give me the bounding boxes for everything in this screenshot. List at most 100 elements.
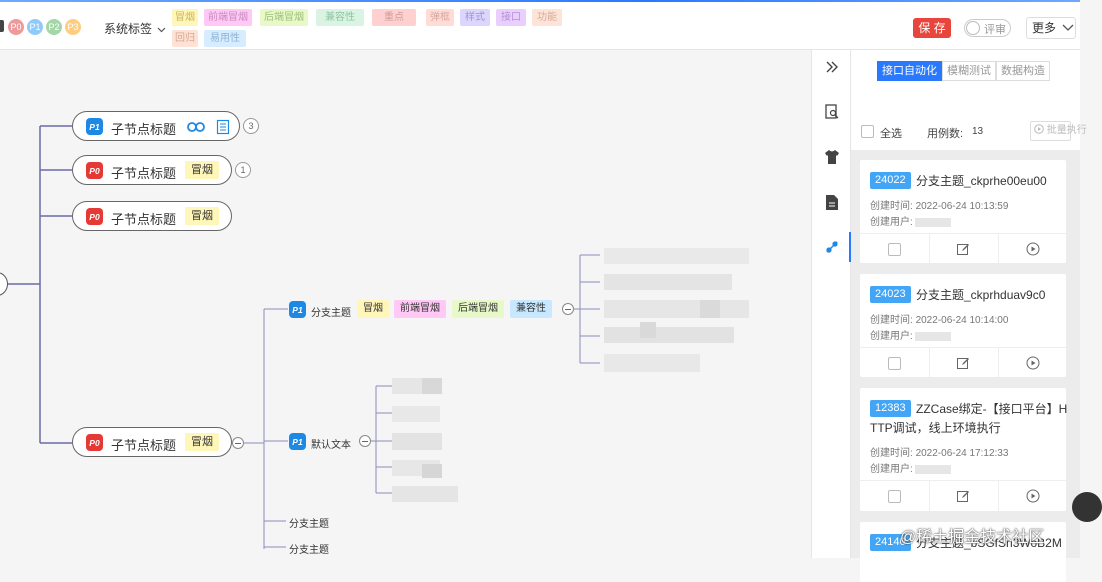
priority-p3-button[interactable]: P3 bbox=[65, 19, 81, 35]
review-doc-button[interactable] bbox=[812, 97, 852, 127]
case-count-value: 13 bbox=[972, 126, 984, 137]
case-name: 分支主题_ckprhduav9c0 bbox=[916, 288, 1046, 302]
created-time: 创建时间: 2022-06-24 10:13:59 bbox=[870, 201, 1009, 212]
node-title: 子节点标题 bbox=[111, 166, 177, 181]
branch-tag: 冒烟 bbox=[357, 300, 389, 318]
filter-tag[interactable]: 前端冒烟 bbox=[204, 9, 252, 26]
card-run-button[interactable] bbox=[998, 481, 1066, 511]
priority-p2-button[interactable]: P2 bbox=[46, 19, 62, 35]
card-actions bbox=[860, 347, 1066, 378]
checkbox-icon bbox=[887, 242, 901, 256]
branch-topic-label[interactable]: 分支主题 bbox=[289, 545, 329, 556]
mindmap-canvas[interactable]: P1 子节点标题 3 P0 子节点标题 冒烟 1 P0 子节点标题 冒烟 P0 … bbox=[0, 50, 811, 558]
card-edit-button[interactable] bbox=[929, 234, 997, 264]
priority-p1-icon: P1 bbox=[289, 433, 306, 450]
branch-topic-label[interactable]: 分支主题 bbox=[311, 308, 351, 319]
more-dropdown[interactable]: 更多 bbox=[1026, 17, 1076, 39]
system-tag-dropdown[interactable]: 系统标签 bbox=[104, 20, 166, 37]
chevron-down-icon bbox=[1062, 24, 1074, 31]
chevron-down-icon bbox=[157, 27, 166, 33]
floating-action-button[interactable] bbox=[1072, 492, 1102, 522]
priority-p0-button[interactable]: P0 bbox=[8, 19, 24, 35]
card-edit-button[interactable] bbox=[929, 348, 997, 378]
node-title: 子节点标题 bbox=[111, 438, 177, 453]
case-name-line-2: TTP调试，线上环境执行 bbox=[870, 421, 1001, 435]
priority-p1-button[interactable]: P1 bbox=[27, 19, 43, 35]
review-toggle-label: 评审 bbox=[984, 24, 1006, 36]
save-button[interactable]: 保 存 bbox=[913, 18, 951, 38]
interface-link-button[interactable] bbox=[812, 232, 852, 262]
filter-tag[interactable]: 回归 bbox=[172, 30, 198, 47]
card-select[interactable] bbox=[860, 348, 928, 378]
tab-interface-automation[interactable]: 接口自动化 bbox=[877, 61, 942, 81]
collapse-toggle[interactable] bbox=[232, 437, 244, 449]
filter-tag[interactable]: 样式 bbox=[460, 9, 490, 26]
priority-p0-icon: P0 bbox=[86, 162, 103, 179]
child-node-2[interactable]: P0 子节点标题 冒烟 bbox=[72, 155, 232, 185]
selection-row: 全选 用例数: 13 bbox=[861, 123, 1076, 141]
child-count-badge[interactable]: 1 bbox=[235, 162, 251, 178]
card-run-button[interactable] bbox=[998, 348, 1066, 378]
case-name-line-1: ZZCase绑定-【接口平台】H bbox=[916, 402, 1068, 416]
filter-tag[interactable]: 重点 bbox=[372, 9, 416, 26]
created-user: 创建用户: bbox=[870, 460, 951, 475]
node-title: 子节点标题 bbox=[111, 122, 177, 137]
case-name: 分支主题_bSGfSn3WoB2M bbox=[916, 536, 1062, 550]
priority-p0-icon: P0 bbox=[86, 208, 103, 225]
side-icon-strip bbox=[811, 50, 851, 558]
collapse-toggle[interactable] bbox=[562, 303, 574, 315]
filter-tag[interactable]: 接口 bbox=[496, 9, 526, 26]
filter-tag[interactable]: 易用性 bbox=[204, 30, 246, 47]
link-icon[interactable] bbox=[187, 122, 205, 132]
filter-tag[interactable]: 冒烟 bbox=[172, 9, 198, 26]
node-title: 子节点标题 bbox=[111, 212, 177, 227]
case-card[interactable]: 12383 ZZCase绑定-【接口平台】H TTP调试，线上环境执行 创建时间… bbox=[860, 388, 1068, 511]
card-edit-button[interactable] bbox=[929, 481, 997, 511]
tab-data-construction[interactable]: 数据构造 bbox=[996, 61, 1050, 81]
case-card[interactable]: 24140 分支主题_bSGfSn3WoB2M bbox=[860, 522, 1066, 582]
filter-tag[interactable]: 弹框 bbox=[426, 9, 454, 26]
redacted-user bbox=[914, 331, 951, 341]
card-select[interactable] bbox=[860, 234, 928, 264]
document-button[interactable] bbox=[812, 187, 852, 217]
note-icon[interactable] bbox=[216, 119, 230, 135]
case-id-badge: 12383 bbox=[870, 400, 911, 417]
svg-text:P0: P0 bbox=[89, 438, 100, 448]
toolbar: P0 P1 P2 P3 系统标签 冒烟前端冒烟后端冒烟兼容性重点弹框样式接口功能… bbox=[0, 0, 1080, 50]
collapse-toggle[interactable] bbox=[359, 435, 371, 447]
filter-tag[interactable]: 兼容性 bbox=[316, 9, 364, 26]
panel-tabs: 接口自动化 模糊测试 数据构造 bbox=[877, 61, 1050, 81]
default-text-label[interactable]: 默认文本 bbox=[311, 440, 351, 451]
batch-run-button[interactable]: 批量执行 bbox=[1030, 121, 1087, 141]
play-circle-icon bbox=[1026, 489, 1039, 503]
theme-button[interactable] bbox=[812, 142, 852, 172]
review-toggle[interactable]: 评审 bbox=[964, 19, 1011, 37]
child-node-3[interactable]: P0 子节点标题 冒烟 bbox=[72, 201, 232, 231]
child-count-badge[interactable]: 3 bbox=[243, 118, 259, 134]
case-card[interactable]: 24023 分支主题_ckprhduav9c0 创建时间: 2022-06-24… bbox=[860, 274, 1066, 378]
case-id-badge: 24140 bbox=[870, 534, 911, 551]
card-select[interactable] bbox=[860, 481, 928, 511]
collapse-panel-button[interactable] bbox=[812, 52, 852, 82]
svg-text:P0: P0 bbox=[89, 212, 100, 222]
child-node-4[interactable]: P0 子节点标题 冒烟 bbox=[72, 427, 232, 457]
filter-tag[interactable]: 功能 bbox=[532, 9, 562, 26]
card-actions bbox=[860, 233, 1066, 264]
select-all-checkbox[interactable] bbox=[861, 125, 874, 138]
card-run-button[interactable] bbox=[998, 234, 1066, 264]
branch-topic-label[interactable]: 分支主题 bbox=[289, 519, 329, 530]
redacted-user bbox=[914, 464, 951, 474]
filter-tag[interactable]: 后端冒烟 bbox=[260, 9, 308, 26]
priority-p1-icon: P1 bbox=[289, 301, 306, 318]
play-circle-icon bbox=[1026, 356, 1039, 370]
case-card[interactable]: 24022 分支主题_ckprhe00eu00 创建时间: 2022-06-24… bbox=[860, 160, 1066, 264]
case-id-badge: 24023 bbox=[870, 286, 911, 303]
svg-text:P1: P1 bbox=[292, 437, 303, 447]
play-circle-icon bbox=[1026, 242, 1039, 256]
smoke-tag: 冒烟 bbox=[185, 161, 219, 179]
checkbox-icon bbox=[887, 356, 901, 370]
tab-fuzz-testing[interactable]: 模糊测试 bbox=[942, 61, 996, 81]
case-card-list[interactable]: 24022 分支主题_ckprhe00eu00 创建时间: 2022-06-24… bbox=[851, 150, 1080, 582]
child-node-1[interactable]: P1 子节点标题 bbox=[72, 111, 240, 141]
toggle-knob bbox=[966, 21, 980, 35]
